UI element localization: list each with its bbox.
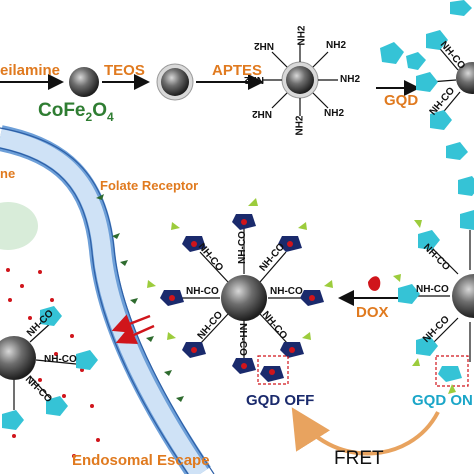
dox-label: DOX — [356, 304, 389, 321]
dox-on-gqd — [169, 219, 315, 369]
gqd-flake — [416, 72, 438, 92]
free-gqd — [380, 42, 404, 64]
gqd-off-highlight-box — [257, 355, 289, 385]
silica-coated-sphere-core — [161, 68, 189, 96]
released-dox-dots — [6, 268, 100, 458]
synthesis-row — [0, 0, 474, 160]
dox-molecule — [368, 276, 381, 291]
cell-membrane — [0, 125, 215, 474]
nh2-label: NH2 — [252, 108, 273, 119]
dox-loaded-particle — [147, 198, 333, 374]
gqd-label: GQD — [384, 92, 419, 109]
gqd-flake — [46, 396, 68, 416]
fret-label: FRET — [334, 448, 384, 469]
fret-arrow — [291, 407, 440, 456]
cofe2o4-prefix: CoFe — [38, 100, 86, 121]
membrane-fragment-label: ne — [0, 166, 16, 181]
gqd-on-label: GQD ON — [412, 392, 473, 409]
gqd-flake — [430, 110, 452, 130]
escape-arrows — [111, 314, 155, 345]
nh-co-label: NH-CO — [236, 231, 248, 264]
nh2-label: NH2 — [326, 40, 347, 51]
free-gqd — [406, 52, 426, 70]
nh-co-label: NH-CO — [416, 284, 449, 295]
gqd-flake — [426, 30, 448, 50]
nh-co-label: NH-CO — [186, 286, 219, 297]
gqd-flake — [2, 410, 24, 430]
nh2-label: NH2 — [294, 115, 306, 136]
cofe2o4-mid: O — [92, 100, 107, 121]
nh2-label: NH2 — [244, 74, 265, 85]
teos-label: TEOS — [104, 62, 145, 79]
gqd-flake — [76, 350, 98, 370]
folate-receptor-label: Folate Receptor — [100, 178, 199, 193]
gqd-particle-top — [416, 0, 474, 160]
gqd-flake — [40, 306, 62, 326]
oleylamine-label: eilamine — [0, 62, 61, 79]
nh2-label: NH2 — [296, 25, 308, 46]
nucleus-blob — [0, 202, 38, 250]
nh-co-label: NH-CO — [44, 354, 77, 365]
gqd-flake — [446, 142, 468, 160]
nh2-label: NH2 — [254, 40, 275, 51]
aptes-label: APTES — [212, 62, 263, 79]
amine-particle — [262, 44, 338, 116]
nh-co-label: NH-CO — [270, 286, 303, 297]
gqd-off-example-dox — [269, 369, 275, 375]
released-particle — [0, 306, 98, 430]
cofe2o4-core-sphere — [69, 67, 99, 97]
nh2-label: NH2 — [324, 108, 345, 119]
cofe2o4-sub2: 4 — [106, 109, 114, 124]
cofe2o4-sub1: 2 — [85, 109, 93, 124]
gqd-on-example-tag — [448, 384, 456, 394]
gqd-on-example — [438, 366, 462, 382]
cofe2o4-label: CoFe2O4 — [38, 100, 114, 124]
gqd-off-label: GQD OFF — [246, 392, 315, 409]
nh2-label: NH2 — [340, 74, 361, 85]
folate-receptors — [96, 194, 184, 402]
endosomal-escape-label: Endosomal Escape — [72, 452, 210, 469]
nh-co-label: NH-CO — [236, 323, 248, 356]
folate-tags — [147, 198, 333, 340]
gqd-flake — [450, 0, 472, 16]
gqd-on-particle — [393, 176, 474, 366]
